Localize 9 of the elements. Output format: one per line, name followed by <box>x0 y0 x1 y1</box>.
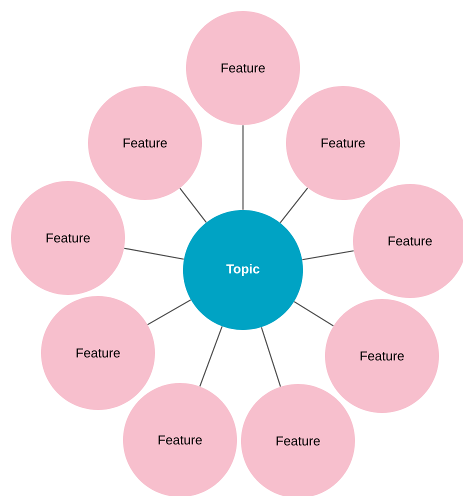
connector-line <box>242 125 244 210</box>
connector-line <box>147 299 192 326</box>
connector-line <box>302 250 354 260</box>
connector-line <box>280 188 308 224</box>
connector-line <box>294 301 334 326</box>
connector-line <box>260 327 282 387</box>
connector-line <box>124 248 184 260</box>
connector-line <box>199 326 223 387</box>
connector-line <box>179 188 207 223</box>
